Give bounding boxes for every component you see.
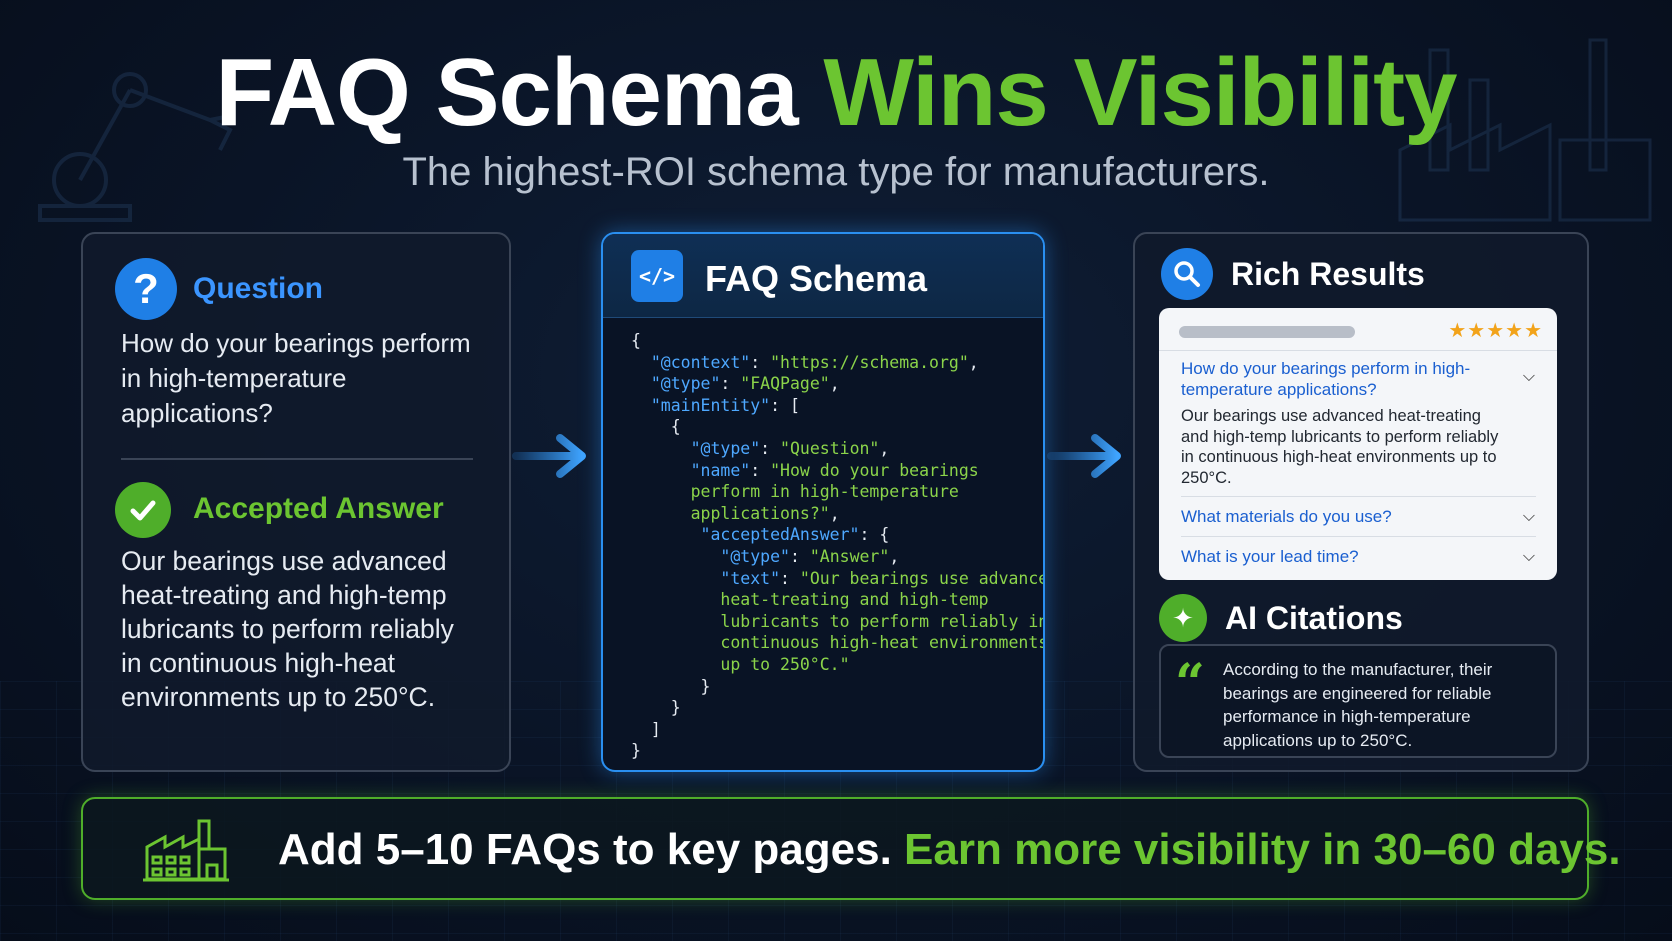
banner-text: Add 5–10 FAQs to key pages. Earn more vi…	[278, 825, 1621, 875]
code-value: "Answer"	[809, 546, 890, 566]
search-icon	[1161, 248, 1213, 300]
code-key: "text"	[720, 568, 781, 588]
question-card: ? Question How do your bearings perform …	[81, 232, 511, 772]
code-value: "How do your bearings	[770, 460, 979, 480]
code-value: "Our bearings use advanced	[799, 568, 1045, 588]
factory-skyline-icon	[1398, 38, 1652, 222]
call-to-action-banner: Add 5–10 FAQs to key pages. Earn more vi…	[81, 797, 1621, 900]
code-key: "@type"	[690, 438, 761, 458]
code-value: heat-treating and high-temp	[720, 590, 989, 610]
page-title: FAQ Schema Wins Visibility	[0, 40, 1672, 146]
result-divider	[1159, 350, 1557, 351]
faq-answer-1: Our bearings use advanced heat-treating …	[1181, 407, 1499, 487]
robot-arm-icon	[38, 72, 236, 222]
code-value: applications?"	[690, 503, 830, 523]
chevron-down-icon[interactable]: ⌵	[1522, 508, 1535, 525]
title-green-part: Wins Visibility	[823, 39, 1457, 146]
rich-results-card: Rich Results ★★★★★ How do your bearings …	[1133, 232, 1589, 772]
arrow-right-icon	[1047, 434, 1121, 478]
ai-citation-quote: “ According to the manufacturer, their b…	[1159, 644, 1557, 758]
faq-question-2[interactable]: What materials do you use?	[1181, 507, 1392, 526]
answer-text: Our bearings use advanced heat-treating …	[121, 546, 454, 712]
rich-results-title: Rich Results	[1231, 256, 1425, 292]
faq-divider	[1181, 536, 1536, 537]
chevron-up-down-icon[interactable]: ⌵	[1522, 368, 1535, 385]
code-key: "@type"	[650, 374, 721, 394]
code-value: "https://schema.org"	[770, 352, 969, 372]
quote-mark-icon: “	[1175, 653, 1205, 714]
question-label: Question	[193, 272, 324, 305]
ai-quote-text: According to the manufacturer, their bea…	[1223, 660, 1493, 750]
faq-divider	[1181, 496, 1536, 497]
accepted-answer-label: Accepted Answer	[193, 492, 444, 525]
page-subtitle: The highest-ROI schema type for manufact…	[402, 150, 1270, 194]
code-key: "mainEntity"	[650, 395, 771, 415]
checkmark-icon	[115, 482, 171, 538]
code-key: "@type"	[720, 546, 790, 566]
title-white-part: FAQ Schema	[215, 39, 798, 146]
rating-stars: ★★★★★	[1448, 320, 1543, 342]
faq-schema-card: </> FAQ Schema { "@context": "https://sc…	[601, 232, 1045, 772]
faq-question-3[interactable]: What is your lead time?	[1181, 547, 1359, 566]
search-result-preview: ★★★★★ How do your bearings perform in hi…	[1159, 308, 1557, 580]
code-value: "Question"	[780, 438, 880, 458]
code-key: "@context"	[650, 352, 751, 372]
code-value: "FAQPage"	[740, 374, 830, 394]
code-icon: </>	[631, 250, 683, 302]
banner-white-text: Add 5–10 FAQs to key pages.	[278, 825, 892, 874]
code-key: "acceptedAnswer"	[700, 525, 860, 545]
code-value: perform in high-temperature	[690, 482, 959, 502]
result-title-placeholder	[1179, 326, 1355, 338]
question-mark-icon: ?	[115, 258, 177, 320]
card-divider	[121, 458, 473, 460]
code-brace: {	[631, 331, 641, 350]
code-key: "name"	[690, 460, 751, 480]
faq-question-1[interactable]: How do your bearings perform in high-tem…	[1181, 359, 1471, 399]
factory-icon	[143, 819, 229, 882]
code-value: continuous high-heat environments	[720, 633, 1045, 653]
json-ld-code-block: { "@context": "https://schema.org", "@ty…	[631, 330, 1045, 762]
question-text: How do your bearings perform in high-tem…	[121, 328, 471, 428]
schema-card-header: </> FAQ Schema	[603, 234, 1043, 318]
sparkle-icon: ✦	[1159, 594, 1207, 642]
ai-citations-title: AI Citations	[1225, 600, 1403, 636]
code-value: lubricants to perform reliably in	[720, 611, 1045, 631]
chevron-down-icon[interactable]: ⌵	[1522, 548, 1535, 565]
schema-card-title: FAQ Schema	[705, 258, 928, 299]
code-value: up to 250°C."	[720, 654, 850, 674]
arrow-right-icon	[512, 434, 586, 478]
banner-green-text: Earn more visibility in 30–60 days.	[904, 825, 1621, 874]
